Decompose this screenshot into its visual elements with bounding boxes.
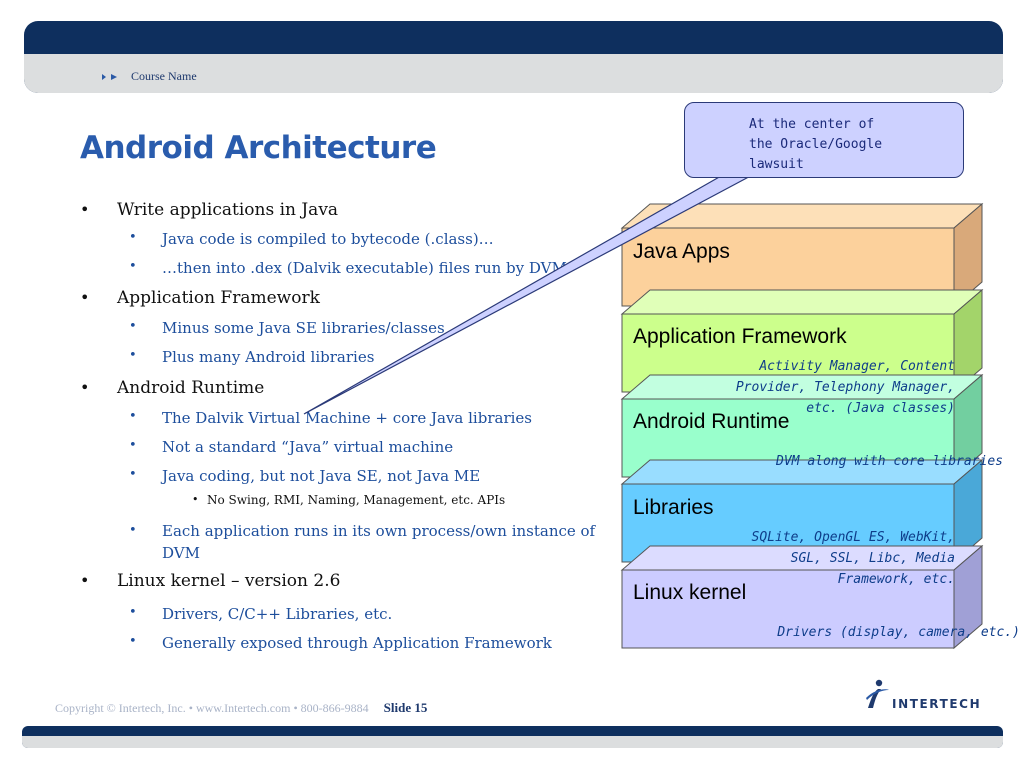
layer-description-line: Framework, etc. <box>837 572 955 587</box>
bullet-level-1: • Android Runtime <box>80 378 677 398</box>
bullet-dot-icon: • <box>80 378 90 397</box>
bullet-dot-icon: • <box>129 409 137 424</box>
intertech-logo: INTERTECH <box>864 678 981 712</box>
bullet-text: Generally exposed through Application Fr… <box>162 634 552 652</box>
bullet-text: …then into .dex (Dalvik executable) file… <box>162 259 567 277</box>
bullet-level-2: • Not a standard “Java” virtual machine <box>80 438 722 456</box>
bullet-level-1: • Application Framework <box>80 288 677 308</box>
bullet-dot-icon: • <box>129 523 137 538</box>
bullet-dot-icon: • <box>80 571 90 590</box>
logo-wordmark: INTERTECH <box>892 697 982 711</box>
course-name: Course Name <box>131 69 197 83</box>
breadcrumb-arrow-icon <box>102 73 117 80</box>
bullet-level-2: • Plus many Android libraries <box>80 348 722 366</box>
bullet-level-2: • The Dalvik Virtual Machine + core Java … <box>80 409 722 427</box>
bullet-text: The Dalvik Virtual Machine + core Java l… <box>162 409 532 427</box>
footer-band <box>22 736 1003 748</box>
bullet-text: Linux kernel – version 2.6 <box>117 571 341 591</box>
bullet-dot-icon: • <box>129 230 137 245</box>
bullet-level-2: • Java coding, but not Java SE, not Java … <box>80 467 722 485</box>
bullet-level-3: • No Swing, RMI, Naming, Management, etc.… <box>80 493 767 507</box>
layer-label: Application Framework <box>633 325 847 348</box>
bullet-level-2: • Drivers, C/C++ Libraries, etc. <box>80 605 722 623</box>
bullet-text: Each application runs in its own process… <box>162 522 596 562</box>
slide-title: Android Architecture <box>80 130 437 166</box>
bullet-text: Not a standard “Java” virtual machine <box>162 438 454 456</box>
layer-description-line: Provider, Telephony Manager, <box>735 380 955 395</box>
bullet-dot-icon: • <box>129 634 137 649</box>
layer-description-line: Activity Manager, Content <box>759 359 955 374</box>
bullet-level-2: • Generally exposed through Application F… <box>80 634 722 652</box>
bullet-level-1: • Write applications in Java <box>80 200 677 220</box>
layer-description-line: SQLite, OpenGL ES, WebKit, <box>751 530 956 545</box>
bullet-dot-icon: • <box>129 348 137 363</box>
layer-description: DVM along with core libraries <box>776 451 1003 472</box>
callout-line: the Oracle/Google <box>749 137 883 152</box>
layer-description: Drivers (display, camera, etc.) <box>777 622 1020 643</box>
bullet-level-2: • Each application runs in its own proces… <box>80 520 632 564</box>
bullet-level-2: • Java code is compiled to bytecode (.cla… <box>80 230 722 248</box>
slide-number: Slide 15 <box>383 700 428 715</box>
course-row: Course Name <box>102 69 197 84</box>
intertech-logo-icon <box>866 679 889 708</box>
callout-line: lawsuit <box>749 157 804 172</box>
bullet-text: No Swing, RMI, Naming, Management, etc. … <box>207 493 506 507</box>
footer-bar <box>22 726 1003 748</box>
layer-description-line: DVM along with core libraries <box>776 454 1003 469</box>
layer-linux-kernel <box>620 544 984 650</box>
layer-label: Android Runtime <box>633 410 790 433</box>
header-band <box>24 54 1003 93</box>
layer-description-line: etc. (Java classes) <box>806 401 955 416</box>
bullet-text: Drivers, C/C++ Libraries, etc. <box>162 605 393 623</box>
layer-description-line: SGL, SSL, Libc, Media <box>790 551 955 566</box>
bullet-dot-icon: • <box>129 259 137 274</box>
bullet-dot-icon: • <box>192 493 199 506</box>
bullet-text: Android Runtime <box>117 378 265 398</box>
bullet-text: Plus many Android libraries <box>162 348 375 366</box>
bullet-level-1: • Linux kernel – version 2.6 <box>80 571 677 591</box>
layer-description: SQLite, OpenGL ES, WebKit, SGL, SSL, Libc… <box>752 527 956 590</box>
header-bar <box>24 21 1003 93</box>
bullet-dot-icon: • <box>129 467 137 482</box>
layer-description-line: Drivers (display, camera, etc.) <box>777 625 1020 640</box>
bullet-text: Application Framework <box>117 288 320 308</box>
bullet-dot-icon: • <box>80 288 90 307</box>
bullet-level-2: • Minus some Java SE libraries/classes <box>80 319 722 337</box>
bullet-text: Write applications in Java <box>117 200 339 220</box>
bullet-text: Java code is compiled to bytecode (.clas… <box>162 230 494 248</box>
footer-text: Copyright © Intertech, Inc. • www.Intert… <box>55 700 427 716</box>
layer-label: Linux kernel <box>633 581 747 604</box>
bullet-dot-icon: • <box>129 438 137 453</box>
bullet-dot-icon: • <box>129 319 137 334</box>
copyright-text: Copyright © Intertech, Inc. • www.Intert… <box>55 701 369 715</box>
layer-label: Java Apps <box>633 240 730 263</box>
bullet-dot-icon: • <box>129 605 137 620</box>
callout-line: At the center of <box>749 117 875 132</box>
bullet-text: Minus some Java SE libraries/classes <box>162 319 445 337</box>
callout-note: At the center of the Oracle/Google lawsu… <box>684 102 964 178</box>
bullet-text: Java coding, but not Java SE, not Java M… <box>162 467 481 485</box>
layer-label: Libraries <box>633 496 714 519</box>
bullet-dot-icon: • <box>80 200 90 219</box>
bullet-level-2: • …then into .dex (Dalvik executable) fil… <box>80 259 722 277</box>
